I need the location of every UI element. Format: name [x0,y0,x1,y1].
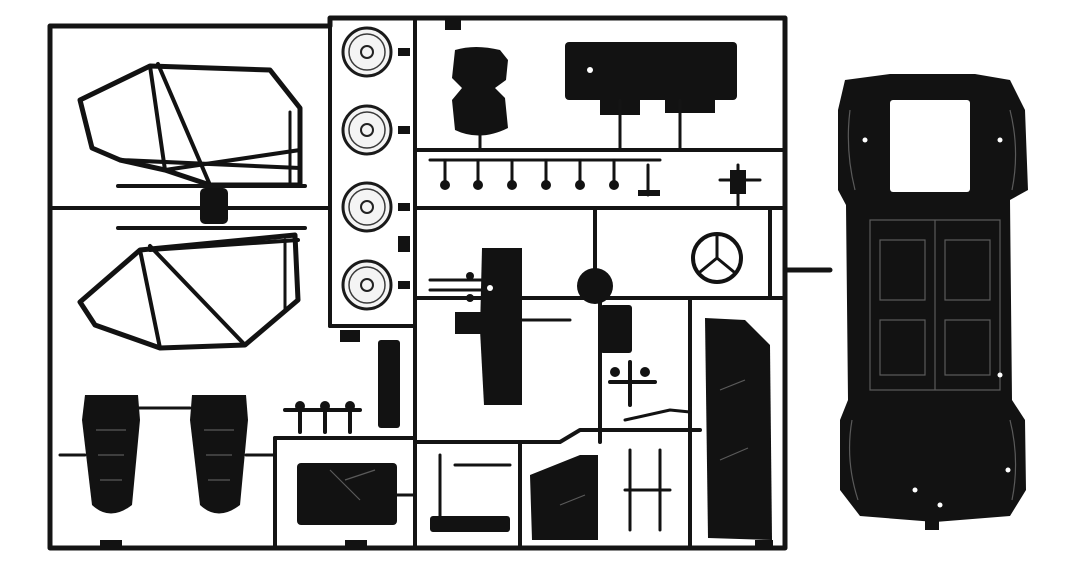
peg-row [428,158,762,207]
chassis-tub [838,74,1028,530]
wheel-2 [341,104,393,156]
runner-tab [445,18,461,30]
wheel-gate [398,48,410,56]
wheel-gate [398,203,410,211]
cage-bar [148,64,167,172]
runner-divider [413,428,702,444]
cage-frame [77,232,301,351]
seat-left [58,395,192,514]
runner-tab [100,540,122,550]
steering-wheel [691,232,743,284]
cage-bar [118,158,302,170]
wheel-3 [341,181,393,233]
roll-cage-top [77,62,307,224]
cage-bar [148,238,300,252]
seat-right [190,395,277,514]
cross-parts [608,360,692,422]
wheel-4 [341,259,393,311]
cage-bar [163,148,302,172]
door-panel [297,463,417,525]
sprue-frame [47,15,833,551]
center-block [428,248,572,405]
runner-tab [345,540,367,550]
grille-part [378,340,400,428]
engine-shell [452,47,508,152]
cage-bar [138,248,162,350]
gear-disc [577,268,632,353]
rods [430,448,672,532]
wheel-gate [398,281,410,289]
small-levers [283,401,362,434]
runner-tab [755,540,773,550]
small-part [340,330,360,342]
lower-panel [530,455,598,540]
box-part [565,42,737,152]
small-part [398,236,410,252]
wheels [340,26,410,342]
wheel-gate [398,126,410,134]
side-panel [705,318,772,540]
cage-bar [148,244,247,347]
wheel-1 [341,26,393,78]
roll-cage-bottom [77,226,307,351]
cage-gate [200,188,228,224]
